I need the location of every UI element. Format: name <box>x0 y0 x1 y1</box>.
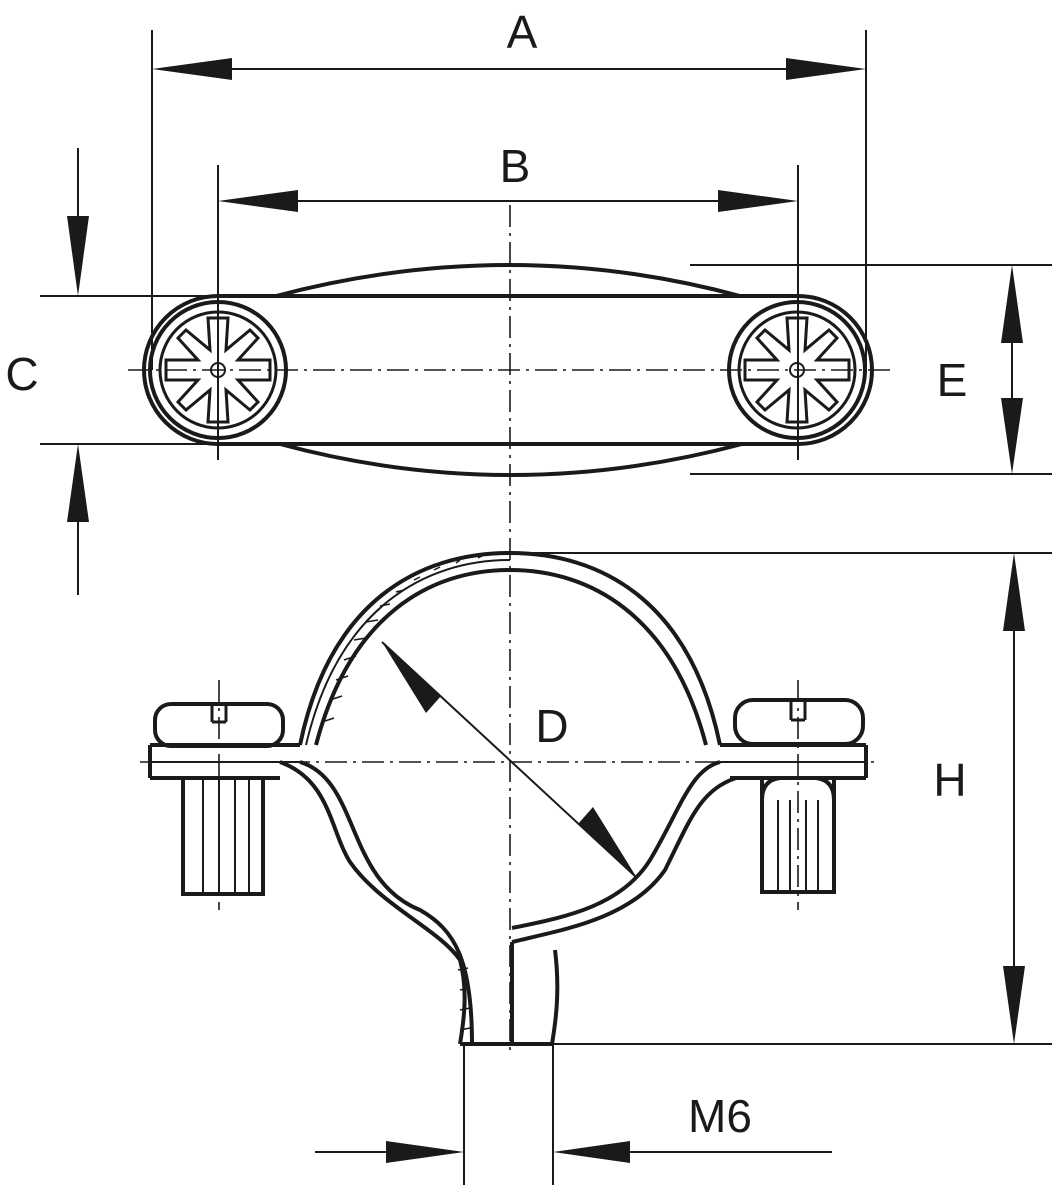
arrowhead <box>67 216 89 296</box>
dimension-label-d: D <box>535 700 568 752</box>
arrowhead <box>382 642 441 713</box>
dimension-h: H <box>470 552 1052 1045</box>
band-hatching <box>321 555 483 1031</box>
arrowhead <box>1003 966 1025 1044</box>
arrowhead <box>786 58 866 80</box>
dimension-label-b: B <box>500 140 531 192</box>
left-screw-side-icon <box>153 680 285 910</box>
arrowhead <box>67 444 89 522</box>
left-screw-head-icon <box>148 300 288 440</box>
arrowhead <box>218 190 298 212</box>
dimension-a: A <box>151 6 867 370</box>
arrowhead <box>1003 553 1025 631</box>
dimension-label-m6: M6 <box>688 1090 752 1142</box>
arrowhead <box>578 807 637 878</box>
clamp-ring <box>148 550 868 1046</box>
right-screw-head-icon <box>727 300 867 440</box>
dimension-label-e: E <box>937 354 968 406</box>
dimension-label-c: C <box>5 348 38 400</box>
arrowhead <box>553 1141 630 1163</box>
arrowhead <box>1001 265 1023 343</box>
dimension-m6: M6 <box>315 1044 832 1185</box>
arrowhead <box>386 1141 464 1163</box>
top-view: A B C E <box>5 6 1052 1050</box>
dimension-label-a: A <box>507 6 538 58</box>
front-view: H <box>140 550 1052 1185</box>
dimension-e: E <box>690 264 1052 475</box>
arrowhead <box>718 190 798 212</box>
right-screw-side-icon <box>733 680 865 910</box>
arrowhead <box>152 58 232 80</box>
dimension-b: B <box>217 140 799 460</box>
clamp-top-outline <box>128 205 895 1050</box>
dimension-d: D <box>381 641 638 879</box>
dimension-label-h: H <box>933 754 966 806</box>
arrowhead <box>1001 398 1023 474</box>
